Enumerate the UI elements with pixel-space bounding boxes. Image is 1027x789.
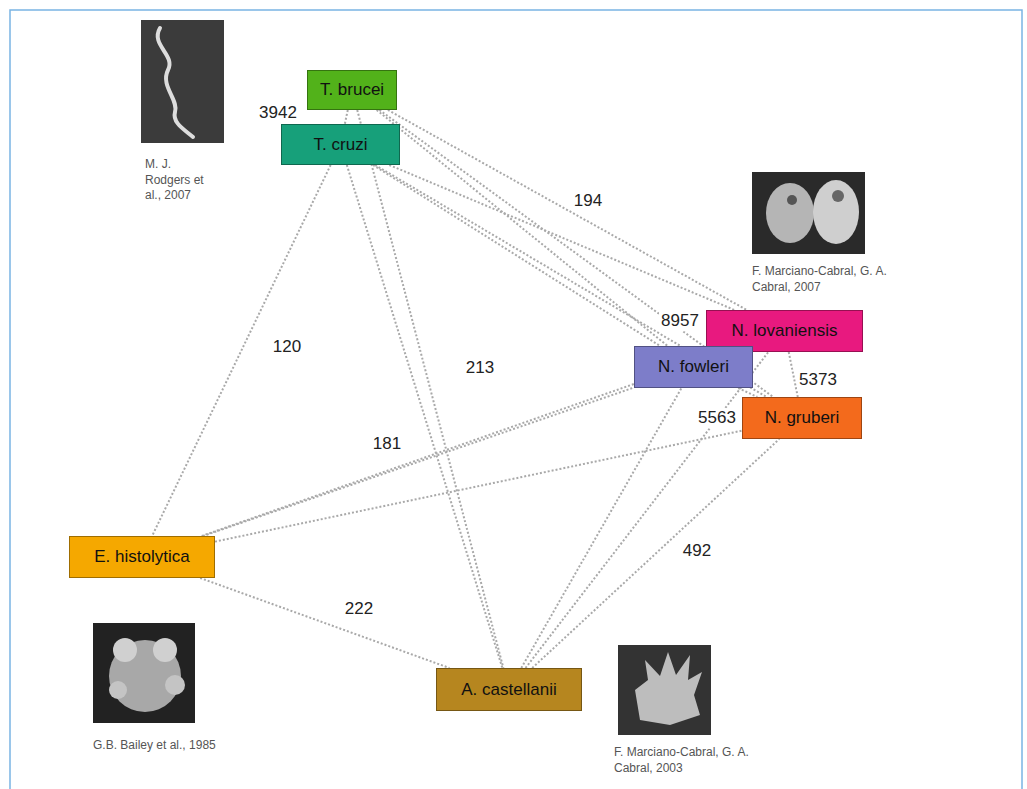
ortholog-link — [375, 165, 766, 397]
species-name: T. cruzi — [314, 135, 368, 155]
species-name: N. gruberi — [765, 408, 840, 428]
photo-ground — [93, 623, 195, 723]
photo-credit: M. J. Rodgers et al., 2007 — [145, 157, 211, 204]
cell-shape — [158, 28, 193, 137]
naegleria-photo — [752, 172, 865, 254]
ortholog-link — [200, 578, 449, 668]
cell-shape — [766, 183, 814, 243]
ortholog-link — [738, 388, 757, 397]
photo-ground — [752, 172, 865, 254]
species-box: T. cruzi — [281, 124, 400, 165]
species-name: N. lovaniensis — [732, 321, 838, 341]
species-box: E. histolytica — [69, 536, 215, 578]
cell-detail — [787, 195, 797, 205]
cell-shape — [635, 652, 702, 725]
photo-credit: G.B. Bailey et al., 1985 — [93, 738, 293, 754]
page-frame — [10, 10, 1022, 789]
cell-detail — [109, 681, 127, 699]
ortholog-link — [532, 439, 779, 668]
shared-count: 492 — [681, 541, 713, 561]
acanthamoeba-photo — [618, 645, 711, 735]
cell-detail — [153, 638, 177, 662]
ortholog-link — [357, 110, 503, 668]
entamoeba-photo — [93, 623, 195, 723]
species-box: T. brucei — [307, 70, 397, 110]
ortholog-link — [377, 110, 668, 346]
species-name: T. brucei — [320, 80, 384, 100]
cell-detail — [113, 638, 137, 662]
ortholog-link — [526, 352, 769, 668]
photo-ground — [141, 20, 224, 143]
trypanosome-photo — [141, 20, 224, 143]
ortholog-link — [215, 431, 742, 542]
photo-credit: F. Marciano-Cabral, G. A. Cabral, 2003 — [614, 745, 754, 776]
ortholog-link — [389, 165, 734, 310]
shared-count: 222 — [343, 599, 375, 619]
cell-shape — [813, 180, 859, 244]
ortholog-link — [152, 165, 331, 536]
shared-count: 5563 — [696, 408, 738, 428]
ortholog-link — [521, 388, 681, 668]
ortholog-link — [379, 110, 773, 397]
cell-detail — [832, 190, 844, 202]
shared-count: 181 — [371, 434, 403, 454]
shared-count: 5373 — [797, 370, 839, 390]
ortholog-link — [347, 165, 503, 668]
ortholog-link — [345, 110, 348, 124]
shared-count: 3942 — [257, 103, 299, 123]
shared-count: 194 — [572, 191, 604, 211]
species-name: A. castellanii — [461, 680, 556, 700]
cell-detail — [165, 675, 185, 695]
photo-credit: F. Marciano-Cabral, G. A. Cabral, 2007 — [752, 264, 912, 295]
shared-count: 120 — [271, 337, 303, 357]
species-box: N. fowleri — [634, 346, 753, 388]
shared-count: 213 — [464, 358, 496, 378]
shared-count: 8957 — [659, 311, 701, 331]
species-name: N. fowleri — [658, 357, 729, 377]
species-name: E. histolytica — [94, 547, 189, 567]
ortholog-link — [373, 165, 660, 346]
photo-ground — [618, 645, 711, 735]
species-box: A. castellanii — [436, 668, 582, 711]
species-box: N. gruberi — [742, 397, 862, 439]
